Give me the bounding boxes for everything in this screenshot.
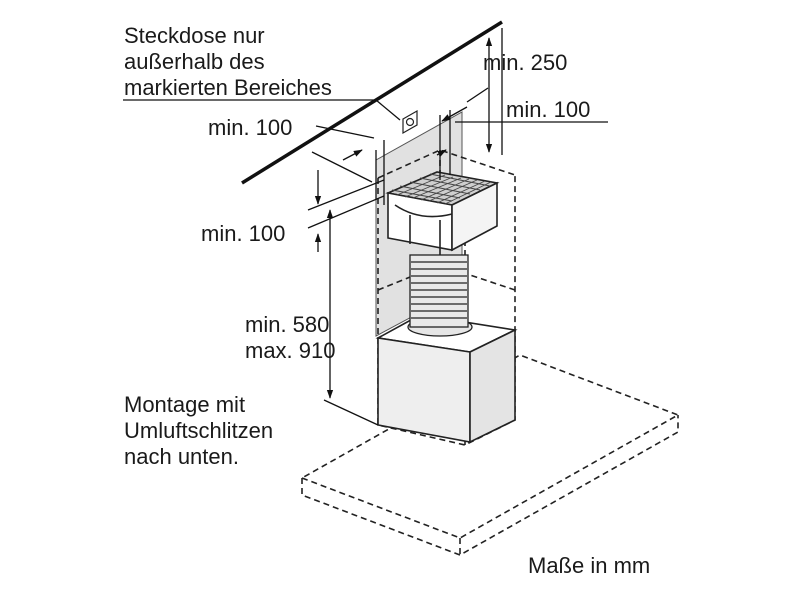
right-clearance-label: min. 100: [506, 97, 591, 122]
left-clearance-label: min. 100: [208, 115, 293, 140]
ceiling-line: [241, 20, 503, 185]
flexible-duct: [407, 254, 473, 337]
leader-lines: [123, 28, 608, 155]
height-min-label: min. 580: [245, 312, 330, 337]
socket-note-line-2: außerhalb des: [124, 49, 265, 74]
side-clearance-label: min. 100: [201, 221, 286, 246]
socket-note-line-3: markierten Bereiches: [124, 75, 332, 100]
mounting-note-line-2: Umluftschlitzen: [124, 418, 274, 443]
socket-note-line-1: Steckdose nur: [124, 23, 265, 48]
socket-icon: [402, 109, 418, 135]
mounting-note-line-3: nach unten.: [124, 444, 239, 469]
units-note: Maße in mm: [528, 553, 651, 578]
filter-box: [385, 171, 500, 252]
hood-body: [375, 314, 518, 444]
dimension-lines: [307, 37, 493, 426]
mounting-note-line-1: Montage mit: [124, 392, 246, 417]
top-clearance-label: min. 250: [483, 50, 568, 75]
height-max-label: max. 910: [245, 338, 336, 363]
